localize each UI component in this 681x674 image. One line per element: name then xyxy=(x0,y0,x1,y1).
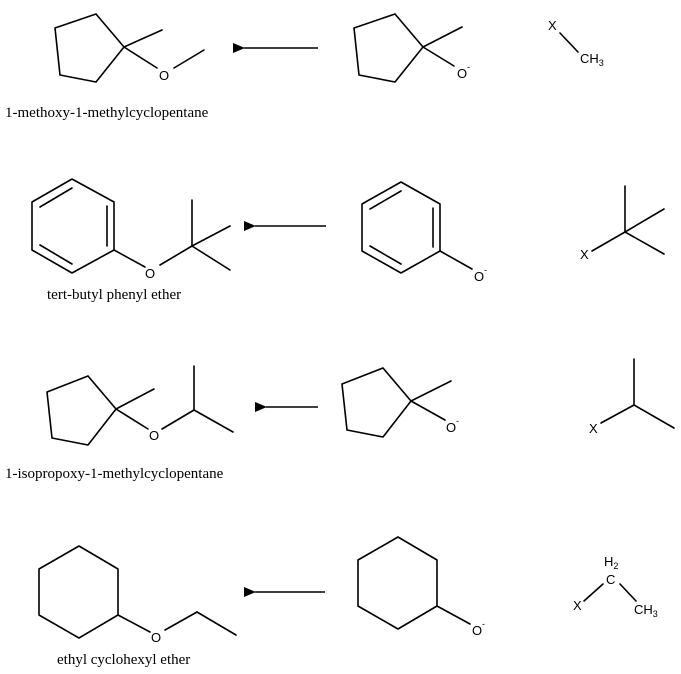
negative-charge-label: - xyxy=(484,265,487,275)
alkyl-halide-structure-1: X CH3 xyxy=(548,18,604,68)
product-name-4: ethyl cyclohexyl ether xyxy=(57,652,190,668)
product-name-2: tert-butyl phenyl ether xyxy=(47,287,181,303)
product-name-3: 1-isopropoxy-1-methylcyclopentane xyxy=(5,466,224,482)
reaction-row-2: O O - X tert-butyl phenyl ether xyxy=(31,178,665,303)
oxygen-atom-label: O xyxy=(446,420,456,435)
alkoxide-structure-2: O - xyxy=(361,181,487,284)
methylene-hydrogen-label: H2 xyxy=(604,554,618,571)
product-structure-3: O xyxy=(46,365,234,446)
alkyl-halide-structure-3: X xyxy=(589,358,675,436)
oxygen-atom-label: O xyxy=(472,623,482,638)
halogen-atom-label: X xyxy=(548,18,557,33)
alkoxide-structure-4: O - xyxy=(357,536,485,638)
reaction-row-3: O O - X 1-isopropoxy-1-methylcyclopentan… xyxy=(5,358,675,482)
negative-charge-label: - xyxy=(482,619,485,629)
product-name-1: 1-methoxy-1-methylcyclopentane xyxy=(5,105,209,121)
product-structure-4: O xyxy=(38,545,237,645)
halogen-atom-label: X xyxy=(573,598,582,613)
alkoxide-structure-3: O - xyxy=(341,367,459,438)
reaction-row-4: O O - H2 C X CH3 ethyl cyclohexyl ether xyxy=(38,536,658,668)
oxygen-atom-label: O xyxy=(145,266,155,281)
alkyl-halide-structure-4: H2 C X CH3 xyxy=(573,554,658,619)
negative-charge-label: - xyxy=(456,416,459,426)
oxygen-atom-label: O xyxy=(159,68,169,83)
methyl-group-label: CH3 xyxy=(634,602,658,619)
alkoxide-structure-1: O - xyxy=(353,13,470,83)
halogen-atom-label: X xyxy=(580,247,589,262)
product-structure-2: O xyxy=(31,178,231,281)
oxygen-atom-label: O xyxy=(149,428,159,443)
methyl-group-label: CH3 xyxy=(580,51,604,68)
reaction-row-1: O O - X CH3 1-methoxy-1-methylcyclopenta… xyxy=(5,13,604,121)
negative-charge-label: - xyxy=(467,62,470,72)
alkyl-halide-structure-2: X xyxy=(580,185,665,262)
methylene-carbon-label: C xyxy=(606,572,615,587)
product-structure-1: O xyxy=(54,13,205,83)
oxygen-atom-label: O xyxy=(151,630,161,645)
oxygen-atom-label: O xyxy=(457,66,467,81)
oxygen-atom-label: O xyxy=(474,269,484,284)
halogen-atom-label: X xyxy=(589,421,598,436)
